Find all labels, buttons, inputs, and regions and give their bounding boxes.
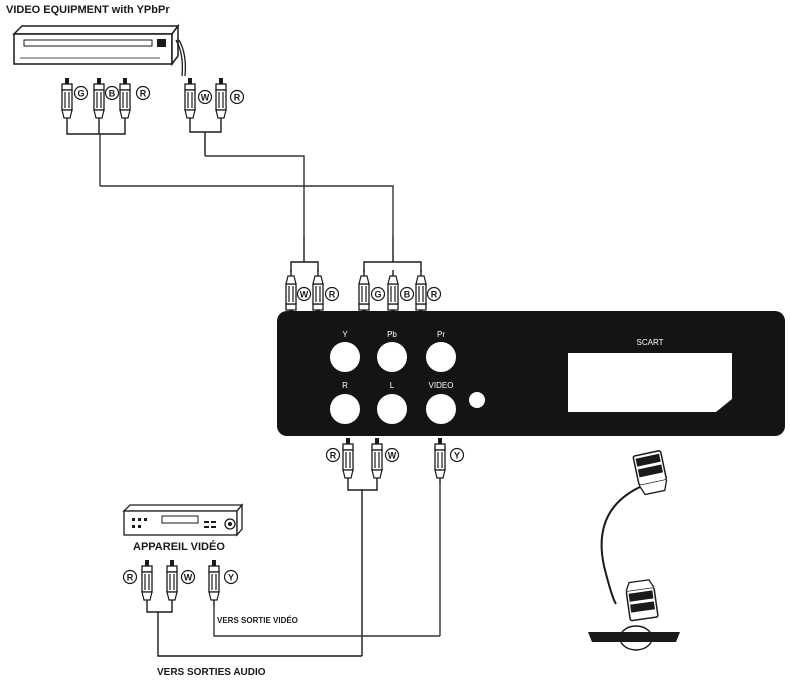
jack-label-video: VIDEO [429,381,454,390]
jack-l[interactable] [375,392,409,426]
badge-top-r2: R [229,89,245,105]
svg-text:Y: Y [228,573,234,583]
jack-pr[interactable] [424,340,458,374]
scart-cable [588,450,680,651]
svg-text:G: G [77,89,84,99]
svg-text:R: R [140,89,147,99]
jack-label-pr: Pr [437,330,445,339]
top-component-plugs [61,77,131,186]
badge-panel-b: B [399,286,415,302]
badge-panel-r: R [324,286,340,302]
scart-label: SCART [637,338,664,347]
jack-r[interactable] [328,392,362,426]
svg-text:B: B [404,290,411,300]
appareil-video-device [122,503,244,537]
badge-appareil-r: R [122,569,138,585]
svg-text:R: R [234,93,241,103]
ypbpr-device [12,23,187,77]
title-video-equipment: VIDEO EQUIPMENT with YPbPr [6,4,170,16]
panel-bottom-plugs [342,437,446,656]
badge-appareil-y: Y [223,569,239,585]
badge-bottom-w: W [384,447,400,463]
jack-label-pb: Pb [387,330,397,339]
jack-label-r: R [342,381,348,390]
svg-text:W: W [184,573,193,583]
jack-y[interactable] [328,340,362,374]
label-vers-sorties-audio: VERS SORTIES AUDIO [157,667,266,678]
top-audio-plugs [184,77,227,156]
badge-bottom-y: Y [449,447,465,463]
svg-text:B: B [109,89,116,99]
badge-panel-g: G [370,286,386,302]
panel-component-plugs [359,236,426,316]
label-vers-sortie-video: VERS SORTIE VIDÉO [217,616,298,625]
top-cables [100,155,394,236]
jack-label-y: Y [342,330,348,339]
svg-text:W: W [201,93,210,103]
badge-top-r: R [135,85,151,101]
appareil-plugs [141,559,440,657]
svg-text:Y: Y [454,451,460,461]
svg-text:R: R [330,451,337,461]
badge-panel-r2: R [426,286,442,302]
badge-panel-w: W [296,286,312,302]
badge-bottom-r: R [325,447,341,463]
svg-text:G: G [374,290,381,300]
badge-top-g: G [73,85,89,101]
jack-video[interactable] [424,392,458,426]
jack-label-l: L [390,381,395,390]
title-appareil-video: APPAREIL VIDÉO [133,541,225,553]
svg-text:W: W [300,290,309,300]
svg-text:R: R [127,573,134,583]
badge-appareil-w: W [180,569,196,585]
panel-button[interactable] [469,392,485,408]
svg-text:W: W [388,451,397,461]
svg-text:R: R [431,290,438,300]
svg-text:R: R [329,290,336,300]
jack-pb[interactable] [375,340,409,374]
badge-top-w: W [197,89,213,105]
plug-badges: G B R W R W R G B R R W Y R W Y [73,85,465,585]
scart-socket[interactable] [568,353,732,412]
panel-audio-plugs [286,236,323,316]
connector-panel: Y Pb Pr R L VIDEO SCART [277,311,785,436]
badge-top-b: B [104,85,120,101]
